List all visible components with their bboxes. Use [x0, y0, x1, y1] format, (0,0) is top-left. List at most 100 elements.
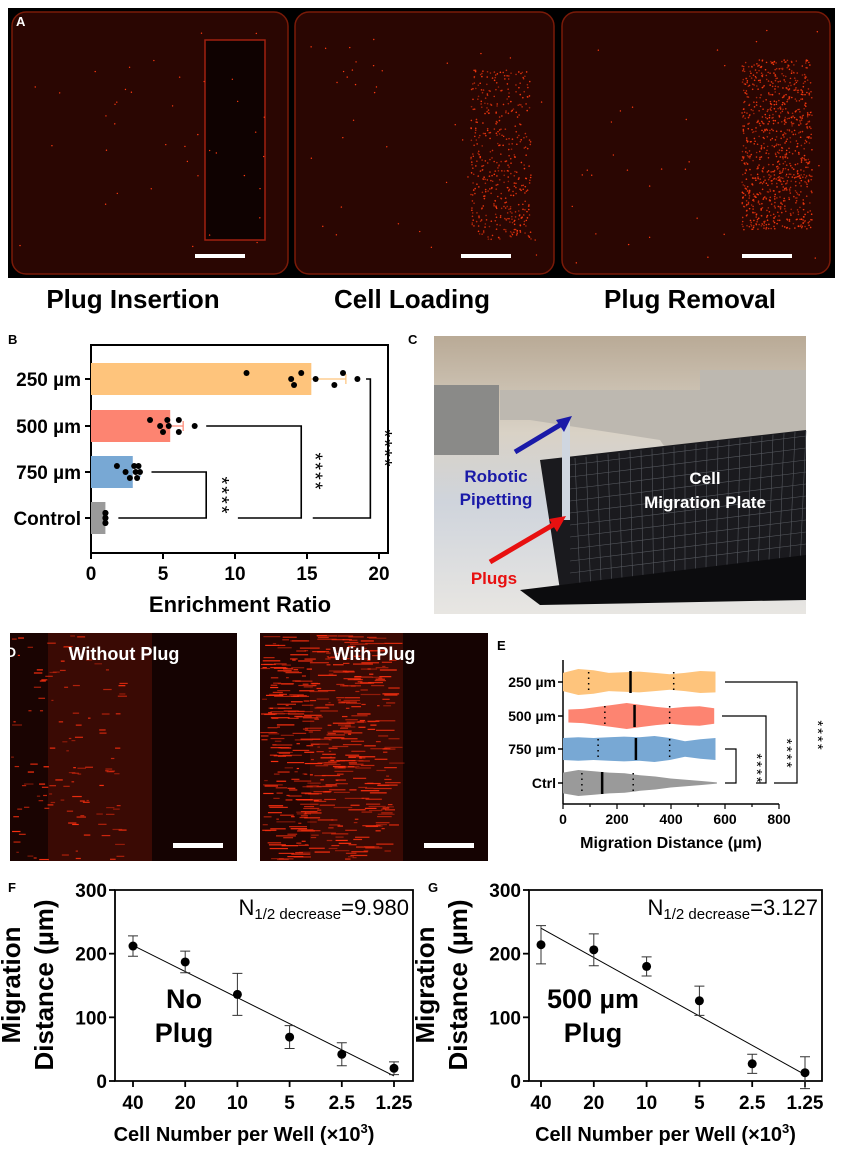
cell-dot [768, 132, 771, 134]
caption-without-plug: Without Plug [69, 644, 180, 664]
cell-dot [748, 207, 751, 210]
plate-grid-line [651, 448, 654, 576]
data-point [175, 429, 182, 435]
plugs-arrow-icon [488, 519, 560, 565]
plate-grid-line [585, 456, 591, 584]
cell-dot [804, 180, 806, 183]
cell-dot [752, 83, 754, 85]
cell-dot [231, 78, 234, 80]
cell-dot [753, 177, 755, 179]
cell-streak [325, 784, 337, 786]
cell-dot [473, 135, 476, 138]
cell-dot [754, 211, 756, 214]
cell-dot [351, 69, 354, 71]
cell-dot [782, 189, 784, 191]
cell-streak [348, 636, 364, 638]
cell-dot [610, 121, 613, 123]
x-tick-label: 20 [175, 1093, 196, 1114]
cell-dot [786, 100, 788, 103]
data-point [160, 429, 166, 435]
cell-dot [802, 222, 804, 225]
cell-dot [763, 227, 765, 230]
panel-label-b: B [8, 332, 17, 347]
cell-dot [791, 176, 794, 178]
cell-dot [794, 197, 797, 199]
cell-dot [770, 203, 773, 205]
cell-streak [270, 686, 279, 689]
cell-dot [526, 189, 529, 191]
cell-streak [359, 757, 362, 759]
plate-grid-line [768, 434, 774, 560]
cell-streak [276, 751, 293, 754]
cell-streak [332, 745, 349, 748]
cell-dot [773, 225, 775, 228]
cell-dot [766, 219, 769, 222]
cell-dot [783, 103, 786, 105]
cell-streak [304, 812, 322, 814]
cell-dot [505, 219, 508, 221]
cell-streak [286, 794, 290, 797]
cell-streak [294, 680, 313, 682]
panel-label-f: F [8, 880, 16, 895]
cell-dot [741, 223, 743, 226]
cell-streak [343, 678, 361, 680]
label-pipetting: Pipetting [460, 490, 533, 509]
cell-dot [780, 180, 782, 183]
cell-dot [186, 160, 189, 163]
cell-dot [811, 219, 813, 221]
cell-dot [785, 173, 788, 176]
cell-streak [298, 684, 317, 687]
cell-dot [499, 224, 501, 226]
cell-dot [575, 262, 578, 264]
cell-dot [788, 220, 791, 222]
cell-dot [797, 225, 800, 228]
cell-streak [320, 779, 324, 781]
cell-dot [497, 167, 499, 169]
cell-dot [497, 130, 499, 133]
significance-stars: **** [210, 476, 232, 515]
cell-dot [756, 218, 759, 221]
cell-streak [297, 710, 305, 712]
cell-dot [501, 170, 503, 172]
cell-streak [274, 695, 293, 697]
cell-dot [750, 72, 752, 75]
cell-dot [498, 165, 500, 167]
cell-dot [781, 183, 783, 186]
cell-streak [348, 733, 352, 735]
cell-streak [82, 801, 90, 803]
cell-dot [799, 121, 802, 123]
robotic-arrowhead-icon [556, 416, 572, 432]
cell-dot [499, 216, 502, 219]
cell-streak [273, 667, 288, 669]
cell-dot [504, 207, 507, 209]
cell-dot [498, 133, 501, 135]
cell-dot [791, 131, 793, 133]
data-point [298, 370, 305, 376]
cell-streak [264, 829, 271, 832]
cell-dot [782, 74, 785, 77]
plate-grid-line [695, 443, 697, 570]
cell-streak [294, 771, 298, 773]
cell-dot [526, 210, 528, 213]
cell-streak [304, 658, 316, 660]
cell-dot [798, 153, 800, 155]
cell-dot [509, 210, 512, 213]
cell-dot [519, 93, 522, 96]
robotic-arrow-icon [513, 419, 567, 455]
cell-streak [371, 685, 385, 687]
cell-dot [499, 89, 502, 92]
cell-dot [807, 180, 810, 183]
cell-dot [770, 171, 772, 173]
cell-streak [13, 816, 19, 818]
cell-dot [796, 209, 799, 211]
cell-dot [525, 190, 528, 193]
cell-streak [13, 841, 21, 843]
cell-dot [514, 125, 517, 127]
cell-dot [581, 174, 583, 176]
cell-dot [482, 231, 485, 234]
plate-grid-line [569, 483, 807, 514]
cell-dot [785, 175, 787, 177]
cell-streak [272, 643, 277, 645]
cell-dot [773, 190, 776, 192]
data-point [126, 475, 133, 481]
